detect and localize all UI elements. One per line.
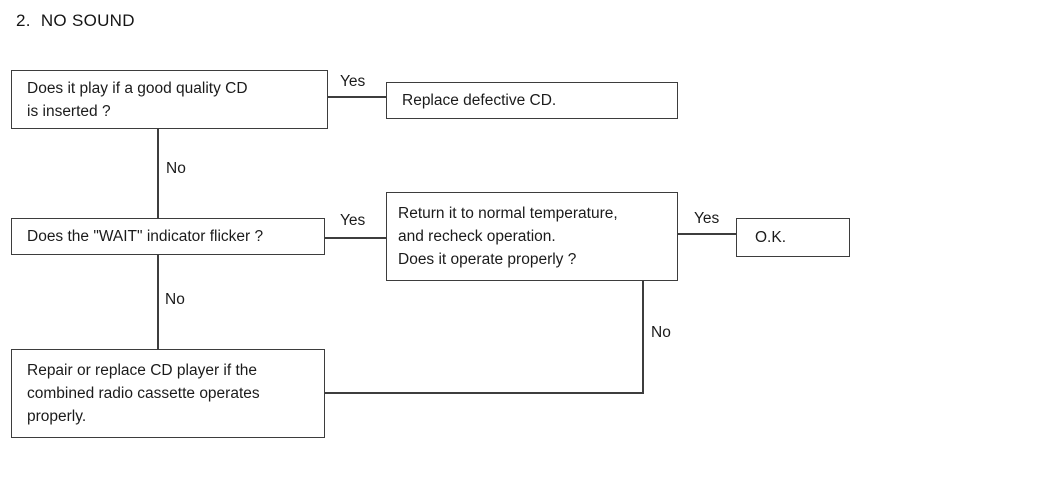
flow-box-ok: O.K. [736,218,850,257]
flow-box-repair-cd-player: Repair or replace CD player if the combi… [11,349,325,438]
flow-box-good-cd-question: Does it play if a good quality CD is ins… [11,70,328,129]
flow-box-replace-defective-cd: Replace defective CD. [386,82,678,119]
connector-recheck-no-vertical-line [642,280,644,393]
edge-label-no-recheck: No [651,324,671,341]
edge-label-yes-wait: Yes [340,212,366,229]
flow-box-recheck-temperature: Return it to normal temperature, and rec… [386,192,678,281]
edge-label-no-goodcd: No [166,160,186,177]
edge-label-yes-recheck: Yes [694,210,720,227]
connector-wait-no-line [157,255,159,349]
connector-goodcd-yes-line [328,96,386,98]
flow-box-wait-indicator-question: Does the "WAIT" indicator flicker ? [11,218,325,255]
connector-recheck-no-horizontal-line [325,392,644,394]
connector-recheck-yes-line [678,233,736,235]
edge-label-yes-goodcd: Yes [340,73,366,90]
page-title: 2. NO SOUND [16,11,135,30]
edge-label-no-wait: No [165,291,185,308]
connector-goodcd-no-line [157,129,159,218]
connector-wait-yes-line [325,237,386,239]
